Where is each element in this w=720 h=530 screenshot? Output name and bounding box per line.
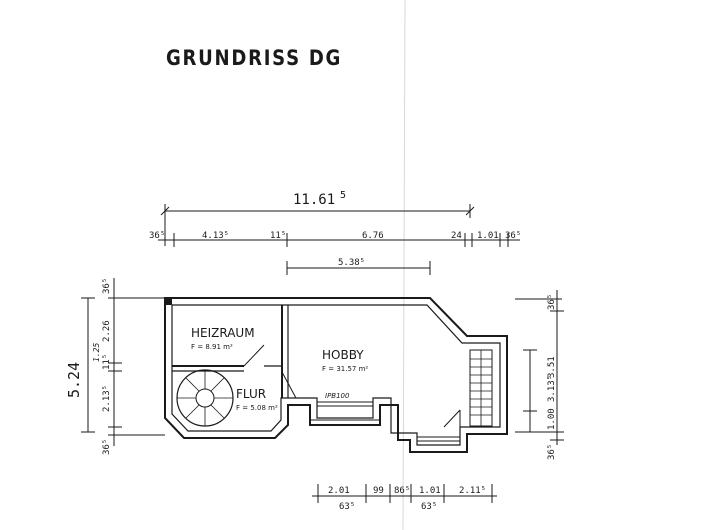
dim-left-handwritten: 1.25 (92, 343, 101, 362)
page-title: GRUNDRISS DG (166, 46, 343, 70)
dim-bottom-99: 99 (373, 486, 384, 496)
dim-left-2-26: 2.26 (102, 320, 112, 342)
dim-top-24: 24 (451, 231, 462, 241)
dim-left-36-5-top: 36⁵ (102, 278, 112, 294)
beam-annotation: IPB100 (325, 392, 350, 400)
straight-staircase (469, 349, 493, 427)
dim-right-1-00: 1.00 (547, 408, 557, 430)
spiral-staircase (176, 369, 234, 427)
left-dimension-chain: 5.24 36⁵ 2.26 11⁵ 2.13⁵ 36⁵ 1.25 (65, 278, 165, 455)
dim-left-2-13-5: 2.13⁵ (102, 385, 112, 412)
overall-width-sup: 5 (340, 190, 346, 201)
dim-right-3-13-5: 3.13⁵ (547, 375, 557, 402)
dim-right-3-51: 3.51 (547, 356, 557, 378)
room-hobby-area: F = 31.57 m² (322, 365, 368, 373)
dim-top-1-01: 1.01 (477, 231, 499, 241)
dim-bottom-86-5: 86⁵ (394, 486, 410, 496)
top-dimension-chain: 11.61 5 36⁵ 4.13⁵ 11⁵ 6.76 24 1.01 36⁵ 5… (149, 190, 521, 275)
dim-right-36-5-top: 36⁵ (547, 294, 557, 310)
dim-left-11-5: 11⁵ (102, 354, 112, 370)
overall-height-label: 5.24 (65, 362, 83, 398)
bottom-dimension-chain: 2.01 99 86⁵ 1.01 2.11⁵ 63⁵ 63⁵ (312, 484, 497, 512)
dim-bottom-2-01: 2.01 (328, 486, 350, 496)
dim-right-36-5-bottom: 36⁵ (547, 444, 557, 460)
dim-top-11-5: 11⁵ (270, 231, 286, 241)
room-heizraum-name: HEIZRAUM (191, 326, 255, 340)
room-hobby-name: HOBBY (322, 348, 364, 362)
dim-left-36-5-bottom: 36⁵ (102, 439, 112, 455)
dim-top-4-13-5: 4.13⁵ (202, 231, 229, 241)
plan-walls (164, 297, 508, 453)
chimney-marker (165, 298, 172, 305)
right-dimension-chain: 36⁵ 3.51 3.13⁵ 1.00 36⁵ (515, 290, 564, 460)
dim-bottom-63-5-left: 63⁵ (339, 502, 355, 512)
sheet-fold-line (402, 0, 406, 530)
dim-bottom-2-11-5: 2.11⁵ (459, 486, 486, 496)
dim-top-5-38-5: 5.38⁵ (338, 258, 365, 268)
dim-top-36-5-left: 36⁵ (149, 231, 165, 241)
dim-top-36-5-right: 36⁵ (505, 231, 521, 241)
dim-bottom-63-5-right: 63⁵ (421, 502, 437, 512)
plan-interior-walls (172, 305, 461, 442)
room-flur-area: F = 5.08 m² (236, 404, 278, 412)
overall-width-label: 11.61 (293, 192, 335, 208)
room-heizraum-area: F = 8.91 m² (191, 343, 233, 351)
room-flur-name: FLUR (236, 387, 266, 401)
dim-bottom-1-01: 1.01 (419, 486, 441, 496)
dim-top-6-76: 6.76 (362, 231, 384, 241)
